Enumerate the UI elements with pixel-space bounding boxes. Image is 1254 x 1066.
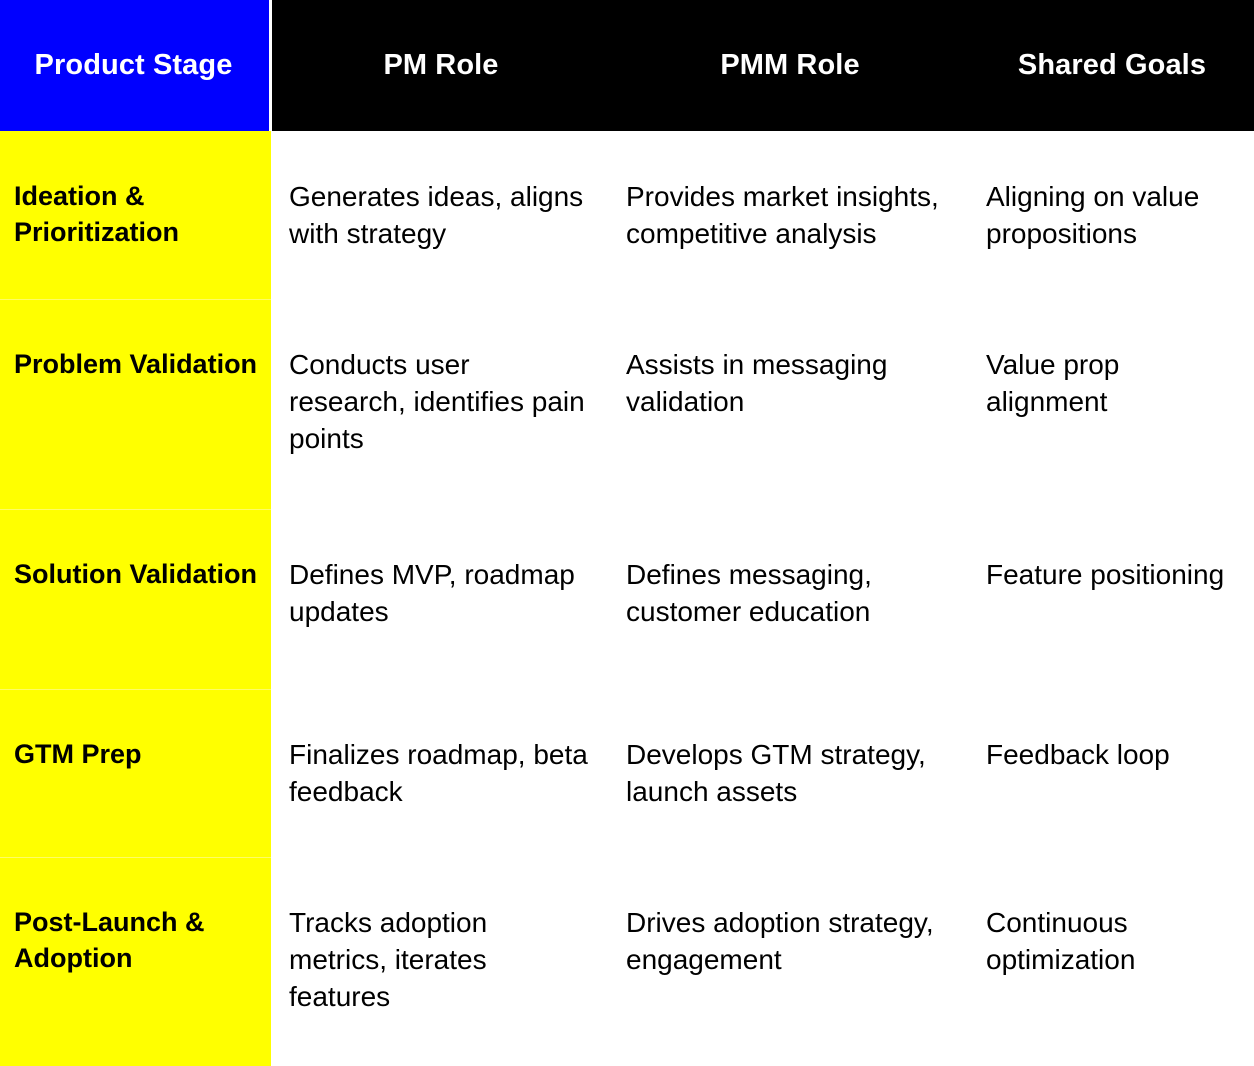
shared-goals-text: Continuous optimization bbox=[986, 907, 1136, 975]
column-header-pmm-role: PMM Role bbox=[610, 0, 970, 131]
shared-goals-text: Feedback loop bbox=[986, 739, 1170, 770]
shared-goals-text: Value prop alignment bbox=[986, 349, 1120, 417]
table-row: Post-Launch & Adoption Tracks adoption m… bbox=[0, 857, 1254, 1066]
cell-product-stage: Problem Validation bbox=[0, 299, 272, 509]
table-row: GTM Prep Finalizes roadmap, beta feedbac… bbox=[0, 689, 1254, 857]
pm-role-text: Conducts user research, identifies pain … bbox=[289, 349, 585, 454]
product-stage-label: Post-Launch & Adoption bbox=[14, 907, 205, 973]
pm-role-text: Generates ideas, aligns with strategy bbox=[289, 181, 584, 249]
header-row: Product Stage PM Role PMM Role Shared Go… bbox=[0, 0, 1254, 131]
cell-product-stage: Post-Launch & Adoption bbox=[0, 857, 272, 1066]
pmm-role-text: Drives adoption strategy, engagement bbox=[626, 907, 934, 975]
column-header-shared-goals: Shared Goals bbox=[970, 0, 1254, 131]
pm-role-text: Defines MVP, roadmap updates bbox=[289, 559, 575, 627]
cell-shared-goals: Feedback loop bbox=[970, 689, 1254, 857]
cell-product-stage: GTM Prep bbox=[0, 689, 272, 857]
cell-pmm-role: Drives adoption strategy, engagement bbox=[610, 857, 970, 1066]
pmm-role-text: Develops GTM strategy, launch assets bbox=[626, 739, 926, 807]
pmm-role-text: Assists in messaging validation bbox=[626, 349, 888, 417]
cell-shared-goals: Feature positioning bbox=[970, 509, 1254, 689]
cell-shared-goals: Aligning on value propositions bbox=[970, 131, 1254, 299]
cell-product-stage: Ideation & Prioritization bbox=[0, 131, 272, 299]
cell-pm-role: Defines MVP, roadmap updates bbox=[272, 509, 610, 689]
pm-role-text: Finalizes roadmap, beta feedback bbox=[289, 739, 588, 807]
pmm-role-text: Defines messaging, customer education bbox=[626, 559, 872, 627]
cell-pm-role: Finalizes roadmap, beta feedback bbox=[272, 689, 610, 857]
product-stage-label: GTM Prep bbox=[14, 739, 142, 769]
shared-goals-text: Feature positioning bbox=[986, 559, 1225, 590]
column-header-product-stage: Product Stage bbox=[0, 0, 272, 131]
product-stage-label: Problem Validation bbox=[14, 349, 258, 379]
cell-pmm-role: Defines messaging, customer education bbox=[610, 509, 970, 689]
table-header: Product Stage PM Role PMM Role Shared Go… bbox=[0, 0, 1254, 131]
table-row: Solution Validation Defines MVP, roadmap… bbox=[0, 509, 1254, 689]
pm-role-text: Tracks adoption metrics, iterates featur… bbox=[289, 907, 488, 1012]
shared-goals-text: Aligning on value propositions bbox=[986, 181, 1200, 249]
column-header-shared-goals-label: Shared Goals bbox=[1017, 49, 1207, 81]
column-header-pm-role-label: PM Role bbox=[383, 49, 499, 81]
cell-shared-goals: Value prop alignment bbox=[970, 299, 1254, 509]
table-row: Ideation & Prioritization Generates idea… bbox=[0, 131, 1254, 299]
cell-pmm-role: Develops GTM strategy, launch assets bbox=[610, 689, 970, 857]
column-header-product-stage-label: Product Stage bbox=[34, 49, 233, 81]
table-body: Ideation & Prioritization Generates idea… bbox=[0, 131, 1254, 1066]
product-stage-label: Ideation & Prioritization bbox=[14, 181, 180, 247]
cell-pm-role: Conducts user research, identifies pain … bbox=[272, 299, 610, 509]
cell-pmm-role: Provides market insights, competitive an… bbox=[610, 131, 970, 299]
product-stage-label: Solution Validation bbox=[14, 559, 257, 589]
cell-pmm-role: Assists in messaging validation bbox=[610, 299, 970, 509]
table-row: Problem Validation Conducts user researc… bbox=[0, 299, 1254, 509]
column-header-pm-role: PM Role bbox=[272, 0, 610, 131]
column-header-pmm-role-label: PMM Role bbox=[720, 49, 860, 81]
cell-shared-goals: Continuous optimization bbox=[970, 857, 1254, 1066]
pmm-role-text: Provides market insights, competitive an… bbox=[626, 181, 939, 249]
cell-pm-role: Tracks adoption metrics, iterates featur… bbox=[272, 857, 610, 1066]
cell-pm-role: Generates ideas, aligns with strategy bbox=[272, 131, 610, 299]
cell-product-stage: Solution Validation bbox=[0, 509, 272, 689]
